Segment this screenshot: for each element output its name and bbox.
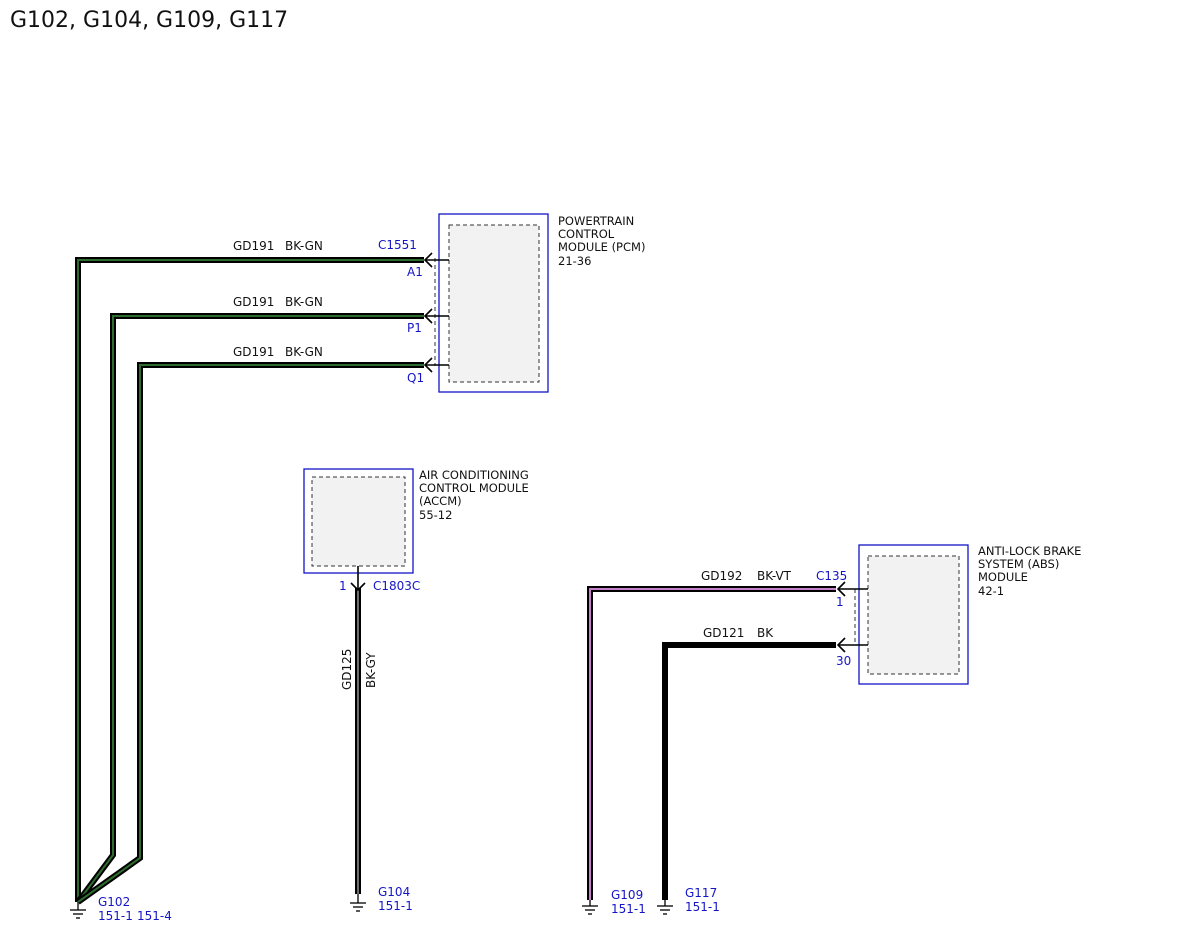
abs-wire-pin-1[interactable] (587, 586, 836, 900)
abs-ref[interactable]: 42-1 (978, 584, 1004, 598)
pcm-module[interactable] (434, 213, 549, 393)
accm-pin[interactable]: 1 (339, 579, 347, 593)
pcm-wire-q1-color: BK-GN (285, 345, 323, 359)
abs-module[interactable] (854, 544, 969, 685)
pcm-wire-q1-circuit: GD191 (233, 345, 274, 359)
ground-g102-icon[interactable] (70, 902, 86, 919)
pcm-pin-a1[interactable]: A1 (407, 265, 423, 279)
pcm-name-line-3: MODULE (PCM) (558, 240, 645, 254)
abs-pin-1-arrow (836, 581, 868, 597)
pcm-connector[interactable]: C1551 (378, 238, 417, 252)
pcm-wire-a1-circuit: GD191 (233, 239, 274, 253)
ground-g117-icon[interactable] (657, 900, 673, 915)
pcm-wire-a1[interactable] (75, 257, 424, 902)
ground-g109-ref-1[interactable]: 151-1 (611, 902, 646, 916)
abs-wire-pin-30[interactable] (662, 642, 836, 900)
abs-pin-30-arrow (836, 637, 868, 653)
accm-name-line-3: (ACCM) (419, 494, 462, 508)
accm-wire-circuit: GD125 (340, 649, 354, 690)
ground-g109-icon[interactable] (582, 900, 598, 915)
accm-ref[interactable]: 55-12 (419, 508, 452, 522)
ground-g117-ref-1[interactable]: 151-1 (685, 900, 720, 914)
ground-g102-ref-2[interactable]: 151-4 (137, 909, 172, 923)
abs-pin-1[interactable]: 1 (836, 595, 844, 609)
pcm-name-line-2: CONTROL (558, 227, 615, 241)
pcm-wire-p1-color: BK-GN (285, 295, 323, 309)
abs-wire-1-circuit: GD192 (701, 569, 742, 583)
pcm-pin-q1[interactable]: Q1 (407, 371, 424, 385)
accm-name-line-1: AIR CONDITIONING (419, 468, 529, 482)
pcm-wire-q1[interactable] (76, 362, 424, 905)
abs-wire-1-color: BK-VT (757, 569, 792, 583)
pcm-pin-q1-arrow (423, 357, 449, 373)
accm-name-line-2: CONTROL MODULE (419, 481, 529, 495)
ground-g117-name[interactable]: G117 (685, 886, 717, 900)
accm-wire-color: BK-GY (364, 652, 378, 688)
pcm-wire-p1[interactable] (75, 313, 424, 904)
pcm-pin-p1[interactable]: P1 (407, 321, 422, 335)
accm-pin-arrow (350, 566, 366, 592)
ground-g104-ref-1[interactable]: 151-1 (378, 899, 413, 913)
ground-g109-name[interactable]: G109 (611, 888, 643, 902)
ground-g104-icon[interactable] (350, 894, 366, 912)
page-title: G102, G104, G109, G117 (10, 8, 289, 33)
pcm-pin-a1-arrow (423, 252, 449, 268)
abs-pin-30[interactable]: 30 (836, 654, 851, 668)
pcm-wire-p1-circuit: GD191 (233, 295, 274, 309)
pcm-ref[interactable]: 21-36 (558, 254, 591, 268)
pcm-pin-p1-arrow (423, 308, 449, 324)
accm-connector[interactable]: C1803C (373, 579, 420, 593)
pcm-name-line-1: POWERTRAIN (558, 214, 634, 228)
pcm-wire-a1-color: BK-GN (285, 239, 323, 253)
abs-name-line-1: ANTI-LOCK BRAKE (978, 544, 1081, 558)
abs-wire-30-color: BK (757, 626, 774, 640)
abs-name-line-2: SYSTEM (ABS) (978, 557, 1059, 571)
abs-wire-30-circuit: GD121 (703, 626, 744, 640)
abs-connector[interactable]: C135 (816, 569, 847, 583)
ground-g102-ref-1[interactable]: 151-1 (98, 909, 133, 923)
ground-g102-name[interactable]: G102 (98, 895, 130, 909)
accm-module[interactable] (303, 468, 414, 574)
ground-g104-name[interactable]: G104 (378, 885, 410, 899)
abs-name-line-3: MODULE (978, 570, 1028, 584)
